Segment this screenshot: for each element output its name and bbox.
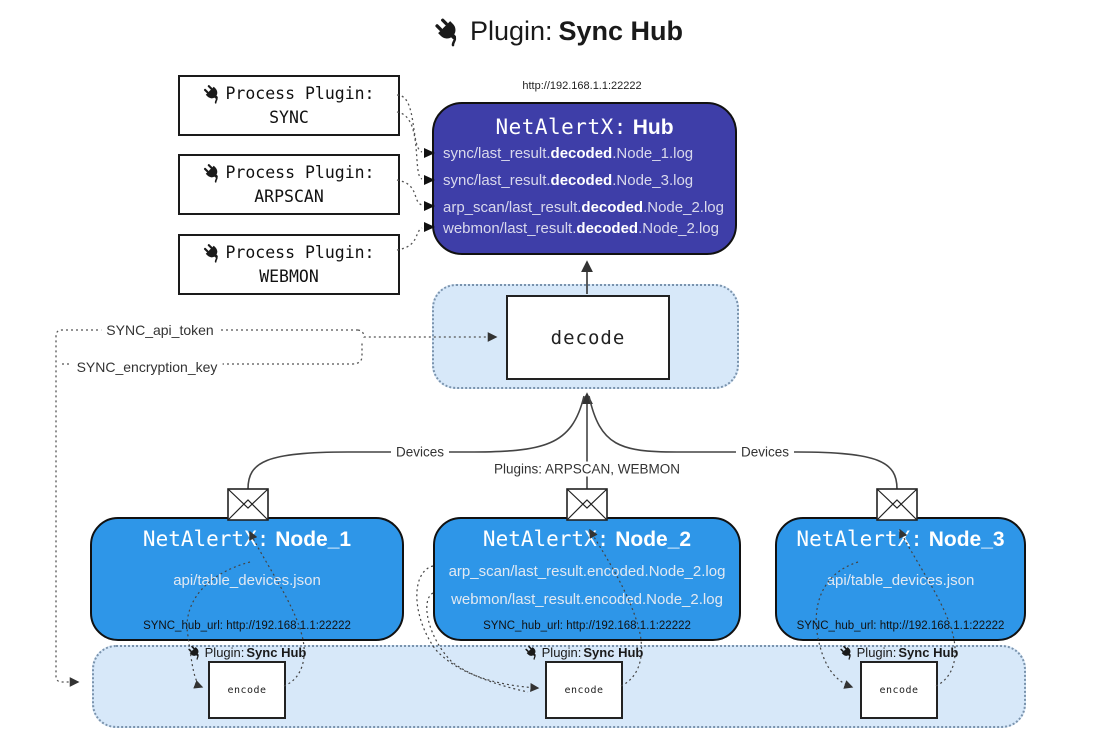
node-file: webmon/last_result.encoded.Node_2.log [451, 591, 723, 608]
node-title-prefix: NetAlertX: [796, 527, 923, 551]
node-title-prefix: NetAlertX: [142, 527, 270, 551]
node-title: NetAlertX: Node_2 [435, 527, 739, 552]
node-title: NetAlertX: Node_3 [777, 527, 1024, 552]
plugin-to-hub-connectors [396, 94, 423, 251]
node-box-node2: NetAlertX: Node_2 arp_scan/last_result.e… [433, 517, 741, 641]
node-title-prefix: NetAlertX: [482, 527, 610, 551]
log-pre: webmon/last_result. [443, 220, 577, 237]
process-plugin-label: Process Plugin: [225, 162, 375, 182]
encode-box: encode [545, 661, 623, 719]
log-post: .Node_1.log [612, 145, 694, 162]
hub-title: NetAlertX: Hub [434, 115, 735, 140]
page-title: Plugin: Sync Hub [0, 16, 1117, 47]
decode-box: decode [506, 295, 670, 380]
log-bold: decoded [550, 172, 613, 189]
node-title-name: Node_1 [275, 528, 352, 551]
process-plugin-label-row: Process Plugin: [203, 82, 375, 106]
hub-log-line: webmon/last_result.decoded.Node_2.log [443, 220, 735, 237]
encoder-plugin-name: Sync Hub [898, 645, 959, 660]
plug-icon [188, 645, 203, 660]
sync-api-token-label: SYNC_api_token [101, 322, 219, 338]
sync-encryption-key-label: SYNC_encryption_key [71, 359, 223, 375]
plug-icon [525, 645, 540, 660]
plugins-mid-label: Plugins: ARPSCAN, WEBMON [488, 461, 686, 477]
hub-url-label: http://192.168.1.1:22222 [517, 80, 647, 92]
plug-icon [840, 645, 855, 660]
process-plugin-box-sync: Process Plugin: SYNC [178, 75, 400, 136]
process-plugin-label: Process Plugin: [225, 242, 375, 262]
envelope-icon-node1 [227, 488, 269, 521]
log-pre: sync/last_result. [443, 172, 551, 189]
node-title: NetAlertX: Node_1 [92, 527, 402, 552]
hub-log-line: sync/last_result.decoded.Node_1.log [443, 145, 735, 162]
node-hub-url: SYNC_hub_url: http://192.168.1.1:22222 [143, 620, 351, 632]
log-bold: decoded [581, 199, 644, 216]
node-title-name: Node_3 [928, 528, 1005, 551]
plug-icon [203, 163, 223, 183]
process-plugin-name: ARPSCAN [254, 186, 324, 206]
page-title-name: Sync Hub [558, 16, 684, 46]
process-plugin-label: Process Plugin: [225, 83, 375, 103]
devices-right-label: Devices [735, 444, 795, 460]
encoder-plugin-name: Sync Hub [583, 645, 644, 660]
node-box-node3: NetAlertX: Node_3 api/table_devices.json… [775, 517, 1026, 641]
encoder-plugin-label: Plugin: Sync Hub [188, 645, 307, 660]
encoder-plugin-label: Plugin: Sync Hub [840, 645, 959, 660]
hub-box: NetAlertX: Hub sync/last_result.decoded.… [432, 102, 737, 255]
encoder-plugin-name: Sync Hub [246, 645, 307, 660]
log-post: .Node_2.log [643, 199, 724, 216]
encoder-plugin-prefix: Plugin: [856, 645, 897, 660]
plug-icon [203, 243, 223, 263]
encode-box: encode [860, 661, 938, 719]
encoder-plugin-prefix: Plugin: [541, 645, 582, 660]
envelope-icon-node2 [566, 488, 608, 521]
log-bold: decoded [576, 220, 639, 237]
log-post: .Node_2.log [638, 220, 719, 237]
hub-log-line: arp_scan/last_result.decoded.Node_2.log [443, 199, 735, 216]
process-plugin-name: WEBMON [259, 266, 319, 286]
node-file: api/table_devices.json [826, 572, 975, 589]
process-plugin-box-webmon: Process Plugin: WEBMON [178, 234, 400, 295]
page-title-prefix: Plugin: [469, 16, 553, 46]
process-plugin-label-row: Process Plugin: [203, 241, 375, 265]
process-plugin-name: SYNC [269, 107, 309, 127]
node-hub-url: SYNC_hub_url: http://192.168.1.1:22222 [796, 620, 1005, 632]
hub-log-line: sync/last_result.decoded.Node_3.log [443, 172, 735, 189]
envelope-icon-node3 [876, 488, 918, 521]
hub-title-name: Hub [632, 116, 674, 139]
node-file: arp_scan/last_result.encoded.Node_2.log [448, 563, 726, 580]
encode-box: encode [208, 661, 286, 719]
log-post: .Node_3.log [612, 172, 694, 189]
process-plugin-label-row: Process Plugin: [203, 161, 375, 185]
node-title-name: Node_2 [615, 528, 692, 551]
process-plugin-box-arpscan: Process Plugin: ARPSCAN [178, 154, 400, 215]
node-file: api/table_devices.json [173, 572, 321, 589]
log-pre: arp_scan/last_result. [443, 199, 582, 216]
log-bold: decoded [550, 145, 613, 162]
hub-title-prefix: NetAlertX: [495, 115, 627, 139]
node-hub-url: SYNC_hub_url: http://192.168.1.1:22222 [483, 620, 691, 632]
encoder-plugin-prefix: Plugin: [204, 645, 245, 660]
node-box-node1: NetAlertX: Node_1 api/table_devices.json… [90, 517, 404, 641]
plug-icon [203, 84, 223, 104]
plug-icon [434, 17, 464, 47]
log-pre: sync/last_result. [443, 145, 551, 162]
encoder-plugin-label: Plugin: Sync Hub [525, 645, 644, 660]
devices-left-label: Devices [390, 444, 450, 460]
